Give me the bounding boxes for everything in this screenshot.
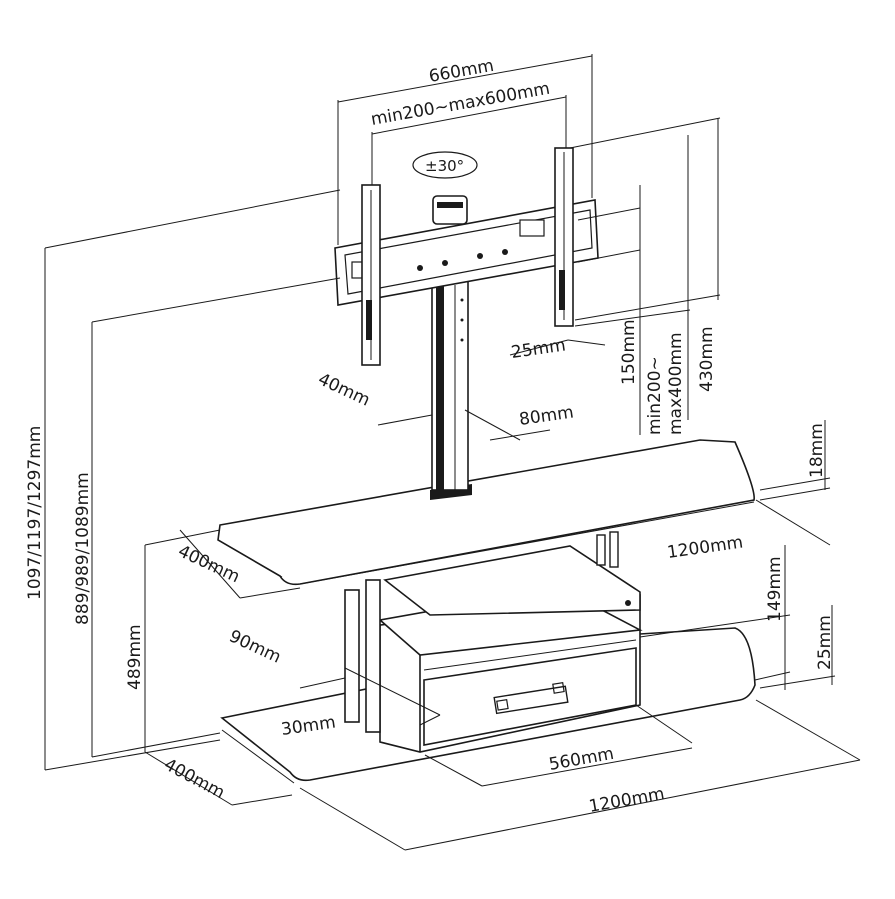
label-vesa-width: min200~max600mm: [369, 79, 551, 130]
label-vesa-height-2: max400mm: [666, 332, 686, 435]
top-board: [217, 439, 755, 586]
label-total-height: 1097/1197/1297mm: [25, 426, 45, 600]
leg-front-left: [344, 589, 360, 723]
post-top-cap: [432, 195, 468, 225]
label-bottom-depth: 400mm: [161, 755, 228, 803]
drawer-handle: [493, 685, 569, 715]
label-vesa-height-1: min200~: [645, 356, 665, 435]
leg-rear-right-2: [609, 531, 619, 568]
swivel-ellipse: [412, 151, 478, 179]
label-width-660: 660mm: [427, 56, 495, 87]
tv-stand-drawing: [217, 147, 756, 784]
dimension-lines: [44, 54, 861, 851]
leg-front-left-2: [365, 579, 381, 733]
rear-shelf: [383, 545, 641, 616]
label-offset-25: 25mm: [510, 336, 567, 363]
label-post-40: 40mm: [315, 369, 373, 410]
label-top-thickness: 18mm: [807, 423, 827, 478]
label-top-width: 1200mm: [666, 533, 744, 563]
label-swivel: ±30°: [425, 157, 464, 175]
label-shelf-gap: 149mm: [765, 556, 785, 622]
label-leg-90: 90mm: [226, 626, 284, 667]
label-bottom-width: 1200mm: [587, 784, 666, 817]
label-bracket-height: 889/989/1089mm: [73, 472, 93, 625]
label-post-80: 80mm: [518, 403, 575, 430]
leg-rear-right: [596, 534, 606, 566]
label-drawer-width: 560mm: [547, 744, 615, 775]
label-height-430: 430mm: [697, 326, 717, 392]
handle-cap-right: [552, 681, 565, 694]
label-base-height: 489mm: [125, 624, 145, 690]
handle-cap-left: [496, 698, 509, 711]
label-base-thickness: 25mm: [815, 615, 835, 670]
label-vesa-150: 150mm: [619, 319, 639, 385]
